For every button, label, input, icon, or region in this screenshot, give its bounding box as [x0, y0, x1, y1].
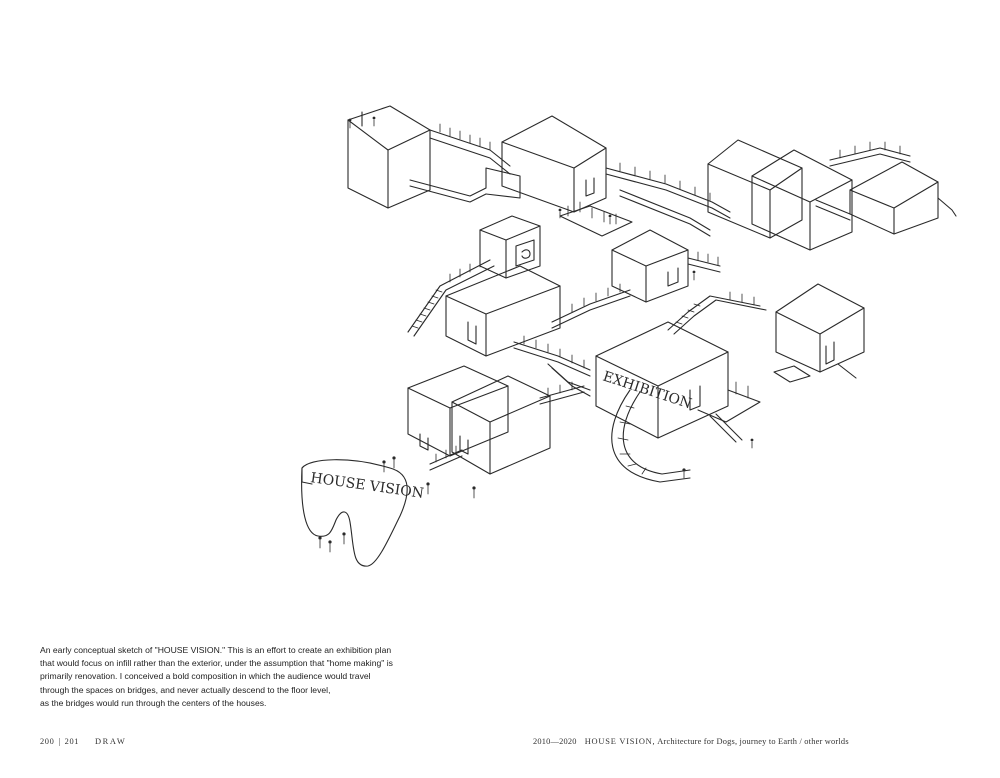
people-figures [318, 116, 754, 553]
bridge-a-down [409, 167, 521, 203]
house-a [347, 105, 431, 209]
bridge-bc [605, 162, 731, 237]
stair-left [407, 258, 495, 337]
stair-h [667, 291, 767, 335]
bridge-ab [429, 123, 511, 175]
sign-label: HOUSE VISION [309, 470, 424, 502]
house-j1 [407, 365, 509, 457]
caption-line: as the bridges would run through the cen… [40, 697, 267, 708]
page-number-right: 201 [64, 737, 80, 746]
section-name: DRAW [95, 737, 127, 746]
bridge-gf [551, 283, 631, 329]
house-i [773, 283, 865, 383]
platform-b [559, 201, 633, 237]
house-c2 [751, 149, 853, 251]
caption: An early conceptual sketch of "HOUSE VIS… [40, 644, 440, 710]
bridge-hf [513, 335, 591, 397]
house-j2 [451, 375, 551, 475]
folio-separator: | [58, 737, 61, 746]
house-c1 [707, 139, 803, 239]
folio-title: HOUSE VISION, [584, 737, 656, 746]
folio-subtitle: Architecture for Dogs, journey to Earth … [657, 737, 849, 746]
folio-right: 2010—2020 HOUSE VISION, Architecture for … [533, 737, 849, 746]
caption-line: through the spaces on bridges, and never… [40, 684, 331, 695]
house-vision-sign: HOUSE VISION [301, 459, 425, 567]
house-h: EXHIBITION [595, 321, 729, 439]
deck-h [697, 381, 761, 443]
bridge-c-right [829, 141, 911, 167]
caption-line: that would focus on infill rather than t… [40, 658, 393, 669]
house-g [611, 229, 689, 303]
folio-left: 200|201 DRAW [40, 737, 126, 746]
page-number-left: 200 [40, 737, 55, 746]
folio-years: 2010—2020 [533, 737, 577, 746]
caption-line: An early conceptual sketch of "HOUSE VIS… [40, 645, 392, 655]
bridge-g-right [687, 251, 721, 273]
house-d [815, 161, 957, 235]
exhibition-sketch: EXHIBITION [290, 90, 970, 580]
curved-ramp [611, 389, 691, 483]
house-b [501, 115, 607, 213]
bridge-jh [429, 381, 585, 471]
house-f [445, 265, 561, 357]
caption-line: primarily renovation. I conceived a bold… [40, 671, 371, 682]
